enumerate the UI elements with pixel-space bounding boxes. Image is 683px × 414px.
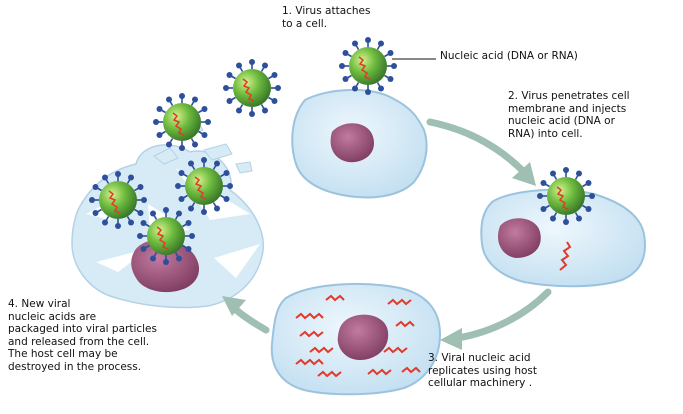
arrow-step2-to-step3 — [454, 288, 552, 342]
replicated-nucleic-acids — [295, 294, 421, 378]
step-1-label: 1. Virus attaches to a cell. — [282, 5, 371, 30]
injected-nucleic-acid — [559, 241, 572, 271]
host-cell-4 — [71, 121, 264, 309]
nucleus-3 — [337, 314, 389, 360]
step-3-label: 3. Viral nucleic acid replicates using h… — [428, 352, 538, 389]
nucleus-1 — [330, 123, 375, 163]
nucleus-2 — [497, 218, 541, 258]
released-virus-icon — [222, 58, 282, 118]
virus-attached-icon — [338, 36, 398, 96]
step-4-label: 4. New viral nucleic acids are packaged … — [8, 298, 157, 373]
host-cell-3 — [270, 282, 442, 396]
nucleus-4 — [131, 239, 200, 293]
step-2-label: 2. Virus penetrates cell membrane and in… — [508, 90, 630, 140]
host-cell-2 — [480, 188, 646, 288]
host-cell-1 — [291, 89, 428, 199]
arrow-step1-to-step2 — [426, 118, 528, 176]
released-virus-icon — [152, 92, 212, 152]
nucleic-acid-callout: Nucleic acid (DNA or RNA) — [440, 50, 578, 62]
